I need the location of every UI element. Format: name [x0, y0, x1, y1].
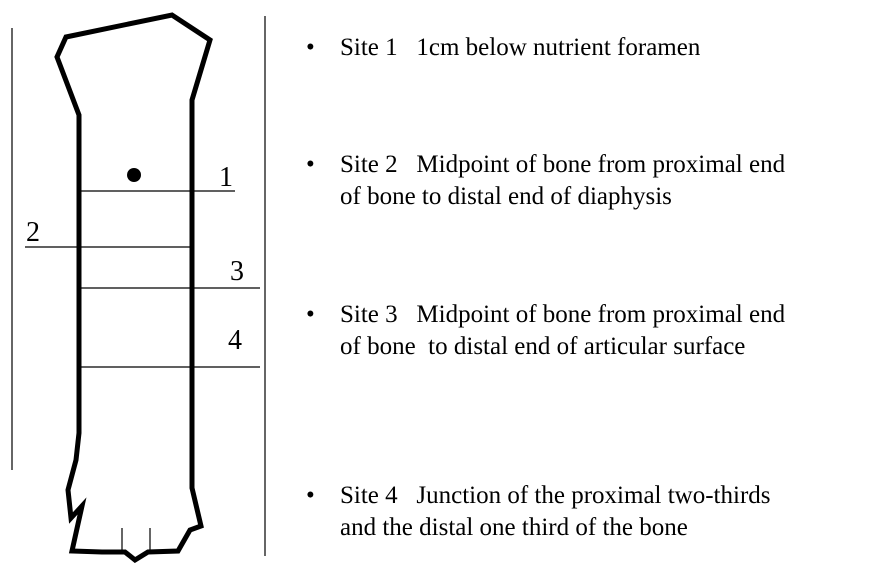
- legend-item-site-3: • Site 3 Midpoint of bone from proximal …: [306, 299, 866, 363]
- legend-item-site-4: • Site 4 Junction of the proximal two-th…: [306, 480, 866, 544]
- legend-text: Site 4 Junction of the proximal two-thir…: [340, 480, 800, 544]
- site-4-number: 4: [228, 325, 242, 356]
- legend-text: Site 2 Midpoint of bone from proximal en…: [340, 149, 800, 213]
- legend-item-site-2: • Site 2 Midpoint of bone from proximal …: [306, 149, 866, 213]
- legend-text: Site 3 Midpoint of bone from proximal en…: [340, 299, 800, 363]
- legend-text: Site 1 1cm below nutrient foramen: [340, 32, 866, 64]
- bullet: •: [306, 299, 315, 331]
- bullet: •: [306, 480, 315, 512]
- bullet: •: [306, 149, 315, 181]
- legend-item-site-1: • Site 1 1cm below nutrient foramen: [306, 32, 866, 64]
- site-1-number: 1: [219, 162, 233, 193]
- bullet: •: [306, 32, 315, 64]
- site-3-number: 3: [230, 256, 244, 287]
- site-2-number: 2: [26, 217, 40, 248]
- nutrient-foramen-dot: [127, 168, 141, 182]
